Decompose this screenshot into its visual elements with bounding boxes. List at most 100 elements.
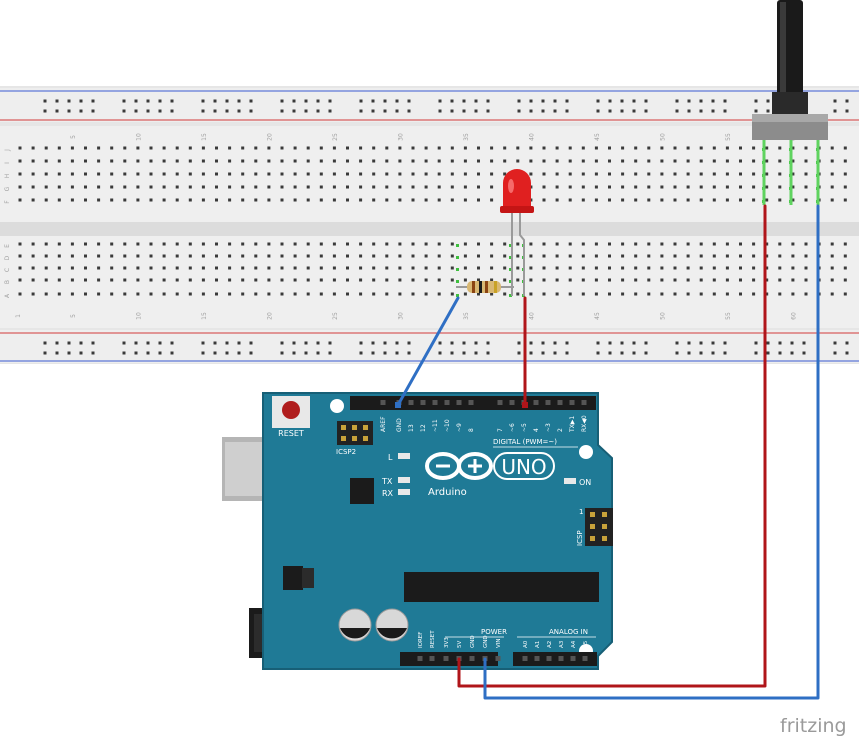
power-pin-hole[interactable] — [495, 656, 501, 661]
breadboard-hole — [97, 159, 101, 163]
breadboard-hole — [424, 172, 428, 176]
digital-pin-hole[interactable] — [380, 400, 386, 405]
reset-button-cap[interactable] — [282, 401, 300, 419]
power-rail-hole — [122, 341, 126, 345]
power-rail-hole — [122, 99, 126, 103]
wire-gnd-to-resistor[interactable] — [396, 296, 460, 407]
breadboard-hole — [241, 292, 245, 296]
breadboard-hole — [175, 198, 179, 202]
breadboard-hole — [123, 198, 127, 202]
digital-pin-hole[interactable] — [420, 400, 426, 405]
power-pin-hole[interactable] — [417, 656, 423, 661]
breadboard-hole — [110, 146, 114, 150]
breadboard-hole — [699, 292, 703, 296]
led-leg-anode — [519, 210, 525, 296]
breadboard-hole — [332, 159, 336, 163]
digital-pin-hole[interactable] — [545, 400, 551, 405]
power-rail-hole — [304, 341, 308, 345]
breadboard-hole — [359, 278, 363, 282]
breadboard-hole — [398, 146, 402, 150]
breadboard-hole — [450, 242, 454, 246]
breadboard-hole — [516, 242, 520, 246]
led-rx-label: RX — [382, 489, 394, 498]
digital-pin-label: ~9 — [456, 423, 463, 432]
digital-pin-hole[interactable] — [497, 400, 503, 405]
analog-pin-hole[interactable] — [582, 656, 588, 661]
breadboard-hole — [752, 278, 756, 282]
breadboard-hole — [529, 242, 533, 246]
breadboard-hole — [516, 146, 520, 150]
breadboard-hole — [31, 198, 35, 202]
power-rail-hole — [450, 351, 454, 355]
breadboard-hole — [110, 172, 114, 176]
breadboard-hole — [346, 266, 349, 270]
power-rail-hole — [407, 99, 411, 103]
breadboard-hole — [346, 185, 349, 189]
breadboard-hole — [241, 266, 245, 270]
power-rail-hole — [383, 99, 387, 103]
digital-pin-hole[interactable] — [581, 400, 587, 405]
power-rail-hole — [146, 351, 150, 355]
breadboard-row-letter: C — [4, 268, 11, 272]
power-pin-hole[interactable] — [443, 656, 449, 661]
breadboard-hole — [765, 242, 769, 246]
breadboard-hole — [44, 146, 48, 150]
breadboard-hole — [319, 278, 323, 282]
breadboard-hole — [280, 266, 284, 270]
power-rail-hole — [359, 99, 363, 103]
breadboard-hole — [437, 185, 441, 189]
breadboard-hole — [175, 146, 179, 150]
wire-gnd-to-potentiometer[interactable] — [483, 204, 820, 700]
breadboard-hole — [175, 172, 179, 176]
breadboard-hole — [162, 159, 166, 163]
power-rail-hole — [170, 109, 174, 113]
breadboard-hole — [477, 159, 480, 163]
analog-pin-hole[interactable] — [546, 656, 552, 661]
breadboard-hole — [490, 159, 494, 163]
digital-pin-hole[interactable] — [456, 400, 462, 405]
breadboard-hole — [621, 159, 625, 163]
digital-pin-hole[interactable] — [569, 400, 575, 405]
power-rail-hole — [802, 341, 806, 345]
breadboard-hole — [778, 198, 782, 202]
digital-pin-hole[interactable] — [408, 400, 414, 405]
power-rail-hole — [632, 351, 636, 355]
breadboard-hole — [31, 242, 35, 246]
power-rail-hole — [158, 351, 162, 355]
digital-pin-hole[interactable] — [509, 400, 515, 405]
power-pin-hole[interactable] — [429, 656, 435, 661]
breadboard-hole — [306, 254, 310, 258]
power-pin-hole[interactable] — [469, 656, 475, 661]
fritzing-watermark: fritzing — [780, 715, 847, 737]
power-rail-hole — [201, 99, 205, 103]
analog-pin-hole[interactable] — [558, 656, 564, 661]
breadboard-hole — [752, 292, 756, 296]
digital-pin-hole[interactable] — [432, 400, 438, 405]
breadboard-hole — [712, 242, 716, 246]
analog-pin-hole[interactable] — [522, 656, 528, 661]
breadboard-hole — [843, 266, 847, 270]
breadboard-hole — [608, 266, 611, 270]
breadboard-hole — [149, 198, 153, 202]
digital-pin-hole[interactable] — [557, 400, 563, 405]
breadboard-hole — [57, 254, 61, 258]
analog-pin-hole[interactable] — [534, 656, 540, 661]
wire-5v-to-potentiometer[interactable] — [457, 204, 767, 688]
digital-pin-hole[interactable] — [444, 400, 450, 405]
power-rail-hole — [213, 99, 217, 103]
breadboard-hole — [162, 198, 166, 202]
breadboard-hole — [830, 292, 834, 296]
breadboard-hole — [280, 159, 284, 163]
breadboard-hole — [621, 266, 625, 270]
analog-pin-hole[interactable] — [570, 656, 576, 661]
digital-pin-hole[interactable] — [533, 400, 539, 405]
breadboard-hole — [660, 278, 664, 282]
breadboard-hole — [581, 185, 585, 189]
digital-pin-hole[interactable] — [468, 400, 474, 405]
led-tx — [398, 477, 410, 483]
breadboard-hole — [372, 185, 376, 189]
power-rail-hole — [79, 351, 83, 355]
breadboard-column-number: 15 — [201, 133, 208, 141]
breadboard-hole — [385, 292, 389, 296]
breadboard-hole — [398, 198, 402, 202]
